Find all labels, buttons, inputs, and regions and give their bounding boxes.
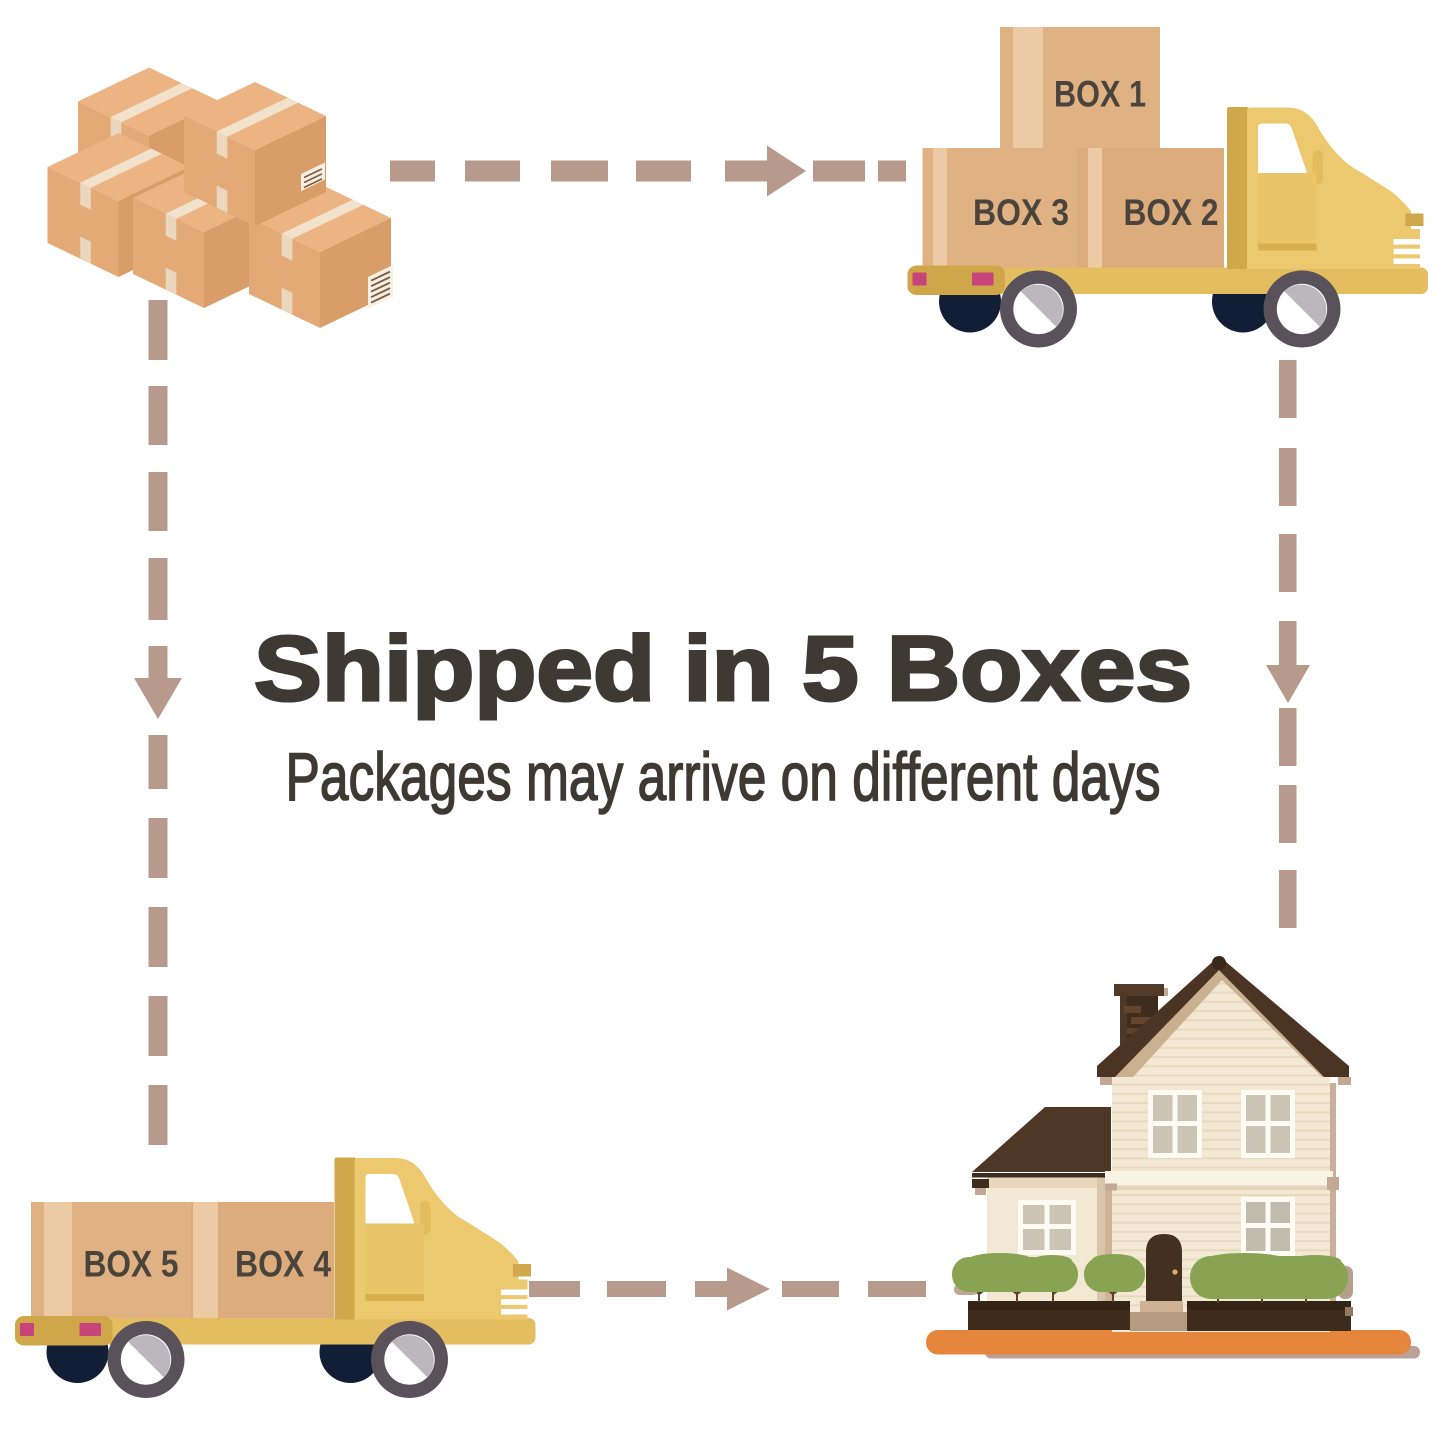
- svg-text:BOX 3: BOX 3: [973, 192, 1069, 233]
- svg-text:BOX 5: BOX 5: [84, 1244, 179, 1285]
- svg-text:Shipped in 5 Boxes: Shipped in 5 Boxes: [254, 618, 1192, 720]
- svg-text:BOX 4: BOX 4: [235, 1244, 331, 1285]
- svg-text:BOX 2: BOX 2: [1124, 192, 1219, 233]
- svg-text:Packages may arrive on differe: Packages may arrive on different days: [286, 739, 1161, 815]
- svg-text:BOX 1: BOX 1: [1054, 74, 1146, 115]
